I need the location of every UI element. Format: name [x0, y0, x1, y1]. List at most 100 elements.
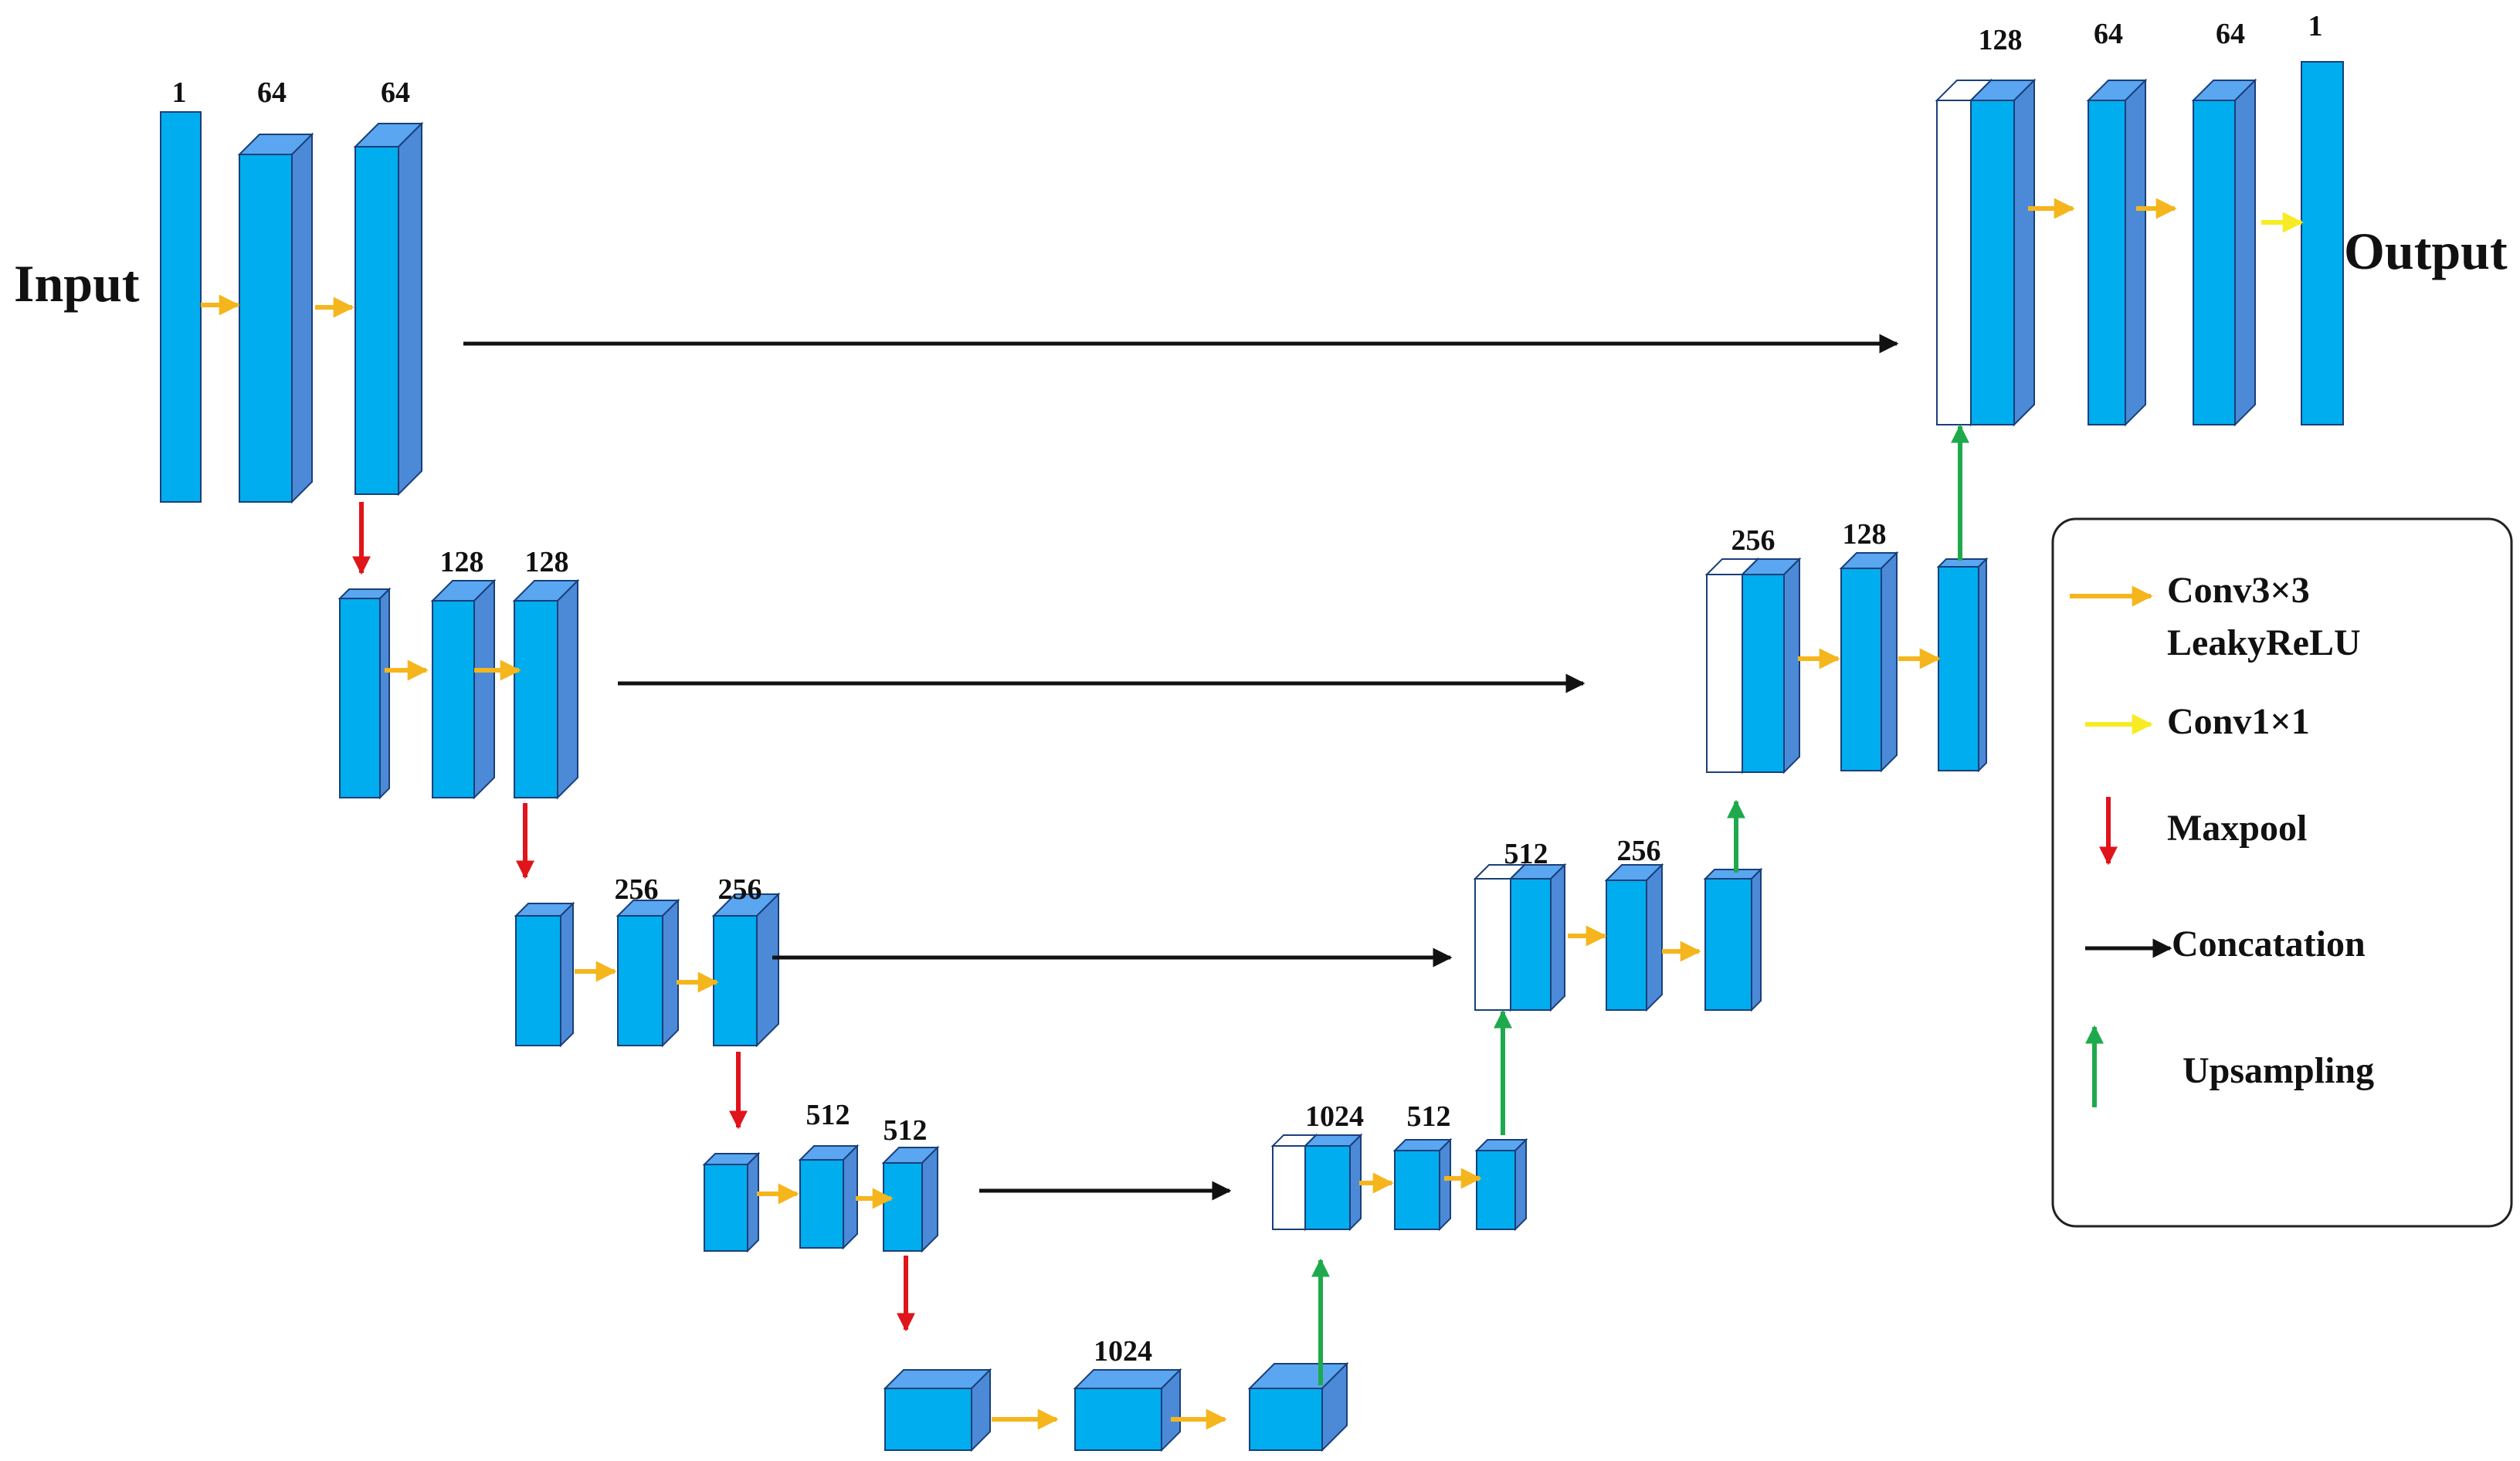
legend-upsampling-label: Upsampling — [2183, 1050, 2374, 1091]
block-front-bn3 — [1249, 1388, 1323, 1451]
block-e1a — [160, 111, 202, 503]
block-e4c — [881, 1145, 940, 1253]
block-side-e3b — [662, 898, 679, 1048]
feature-map-blocks — [160, 61, 2344, 1453]
block-front-e1b — [239, 154, 293, 503]
channel-label-e2c: 128 — [525, 546, 569, 578]
block-e2b — [430, 578, 497, 800]
channel-label-d1c: 64 — [2216, 18, 2245, 50]
block-side-e1b — [291, 132, 313, 504]
channel-label-d3b: 256 — [1617, 835, 1661, 867]
block-side-d4b — [1439, 1137, 1451, 1232]
block-e4b — [798, 1144, 860, 1250]
block-front-e3c — [713, 915, 758, 1046]
block-front-d1d — [2301, 61, 2344, 425]
block-front-e2c — [514, 600, 558, 798]
block-front-bn1 — [884, 1388, 972, 1451]
block-side-d1c — [2234, 78, 2256, 427]
output-label: Output — [2344, 222, 2508, 280]
block-side-e1c — [398, 121, 422, 497]
block-front-d4c — [1476, 1150, 1516, 1230]
block-front-d2c — [1938, 566, 1979, 771]
block-front-d1b — [2088, 100, 2126, 425]
block-e3c — [711, 892, 781, 1048]
skip-block-front-d2-skip — [1706, 574, 1743, 773]
skip-block-front-d1-skip — [1936, 100, 1972, 425]
block-side-d2c — [1978, 557, 1987, 773]
channel-label-e1a: 1 — [172, 76, 187, 109]
channel-label-d3a: 512 — [1504, 838, 1548, 870]
channel-label-e4c: 512 — [884, 1114, 928, 1147]
block-side-d2b — [1881, 551, 1898, 773]
block-side-d1a — [2013, 78, 2035, 427]
flow-arrows — [201, 198, 2304, 1430]
block-d3a — [1508, 863, 1567, 1012]
channel-label-d2b: 128 — [1843, 518, 1887, 551]
block-e1c — [353, 121, 424, 497]
legend-concat-label: Concatation — [2172, 924, 2366, 964]
skip-block-front-d3-skip — [1474, 878, 1511, 1011]
channel-label-e1c: 64 — [381, 76, 410, 109]
channel-label-e2b: 128 — [440, 546, 484, 578]
channel-label-d1d: 1 — [2308, 10, 2323, 42]
channel-label-e3b: 256 — [615, 873, 659, 906]
block-front-e4a — [704, 1164, 748, 1252]
block-d2a — [1740, 557, 1802, 775]
block-side-e2c — [557, 578, 578, 800]
block-side-d3a — [1550, 863, 1565, 1012]
block-d2c — [1936, 557, 1989, 773]
legend-maxpool-label: Maxpool — [2167, 808, 2307, 849]
block-side-d1b — [2125, 78, 2146, 427]
block-side-e3c — [756, 892, 779, 1048]
block-side-d2a — [1783, 557, 1800, 775]
legend: Conv3×3 LeakyReLU Conv1×1 Maxpool Concat… — [2051, 517, 2513, 1228]
channel-label-e1b: 64 — [257, 76, 287, 109]
channel-label-d1b: 64 — [2094, 18, 2123, 50]
block-d4a — [1303, 1133, 1363, 1232]
block-e2a — [337, 587, 392, 800]
block-e2c — [512, 578, 580, 800]
block-bn1 — [883, 1368, 992, 1453]
block-bn3 — [1247, 1361, 1349, 1453]
block-side-e2a — [379, 587, 390, 800]
block-front-d3c — [1704, 878, 1752, 1011]
channel-label-d2a: 256 — [1731, 524, 1776, 557]
block-side-e4a — [747, 1151, 759, 1253]
block-side-e3a — [560, 901, 574, 1048]
block-d4b — [1392, 1137, 1453, 1232]
block-d3c — [1703, 867, 1763, 1012]
block-side-d4c — [1514, 1137, 1527, 1232]
block-front-e1a — [160, 111, 202, 503]
legend-conv3x3-label: Conv3×3 — [2167, 570, 2310, 611]
block-front-e1c — [354, 146, 399, 495]
block-front-e3b — [617, 915, 663, 1046]
channel-label-d4a: 1024 — [1305, 1100, 1364, 1133]
block-d4c — [1474, 1137, 1528, 1232]
block-e3b — [616, 898, 680, 1048]
block-e3a — [514, 901, 575, 1048]
block-front-e2a — [339, 598, 381, 798]
input-label: Input — [14, 254, 140, 313]
channel-label-d4b: 512 — [1407, 1100, 1451, 1133]
block-d1c — [2191, 78, 2257, 427]
block-front-e2b — [432, 600, 475, 798]
block-d2b — [1839, 551, 1899, 773]
block-d1a — [1969, 78, 2037, 427]
block-front-d2b — [1840, 568, 1882, 771]
block-front-d3b — [1606, 880, 1647, 1011]
block-front-d2a — [1742, 574, 1785, 773]
block-d3b — [1604, 863, 1664, 1012]
skip-block-front-d4-skip — [1272, 1145, 1306, 1230]
channel-label-d1a: 128 — [1979, 24, 2023, 56]
legend-conv1x1-label: Conv1×1 — [2167, 701, 2310, 742]
channel-label-e4b: 512 — [806, 1099, 850, 1131]
block-d1d — [2301, 61, 2344, 425]
block-e1b — [237, 132, 314, 504]
legend-leakyrelu-label: LeakyReLU — [2167, 622, 2361, 663]
block-front-e4b — [799, 1159, 844, 1249]
block-side-e4b — [843, 1144, 858, 1250]
block-front-d3a — [1510, 878, 1552, 1011]
channel-label-bottleneck: 1024 — [1094, 1335, 1152, 1368]
block-front-d1c — [2193, 100, 2236, 425]
